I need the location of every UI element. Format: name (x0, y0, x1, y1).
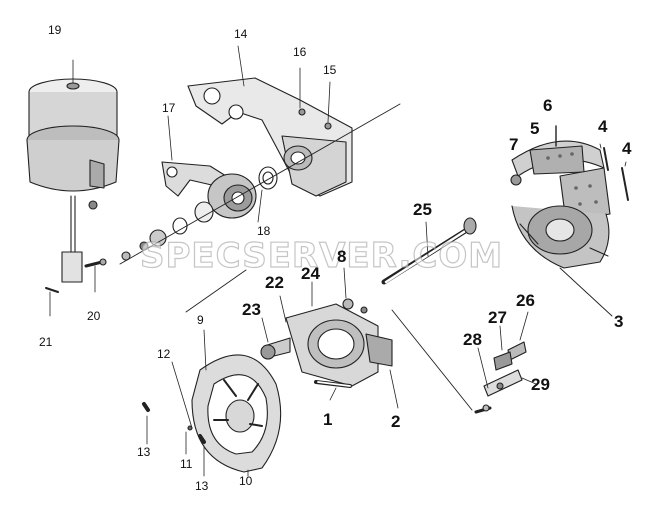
washers (121, 166, 278, 261)
callout-13-left: 13 (137, 445, 151, 459)
callout-17: 17 (162, 101, 176, 115)
callout-23: 23 (242, 300, 261, 319)
bracket (187, 45, 353, 197)
callout-3: 3 (614, 312, 624, 331)
callout-18: 18 (257, 224, 271, 238)
fittings (474, 311, 537, 414)
brake-shoes (510, 125, 629, 269)
callout-16: 16 (293, 45, 307, 59)
dust-shield (142, 329, 282, 477)
callout-6: 6 (543, 96, 553, 115)
leader-lines (119, 103, 613, 411)
callout-25: 25 (413, 200, 432, 219)
callout-27: 27 (488, 308, 507, 327)
callout-28: 28 (463, 330, 482, 349)
brake-chamber (26, 59, 120, 283)
callout-15: 15 (323, 63, 337, 77)
callout-13-right: 13 (195, 479, 209, 493)
callout-21: 21 (39, 335, 53, 349)
callout-26: 26 (516, 291, 535, 310)
callout-5: 5 (530, 119, 540, 138)
watermark: SPECSERVER.COM (139, 235, 504, 276)
callout-2: 2 (391, 412, 401, 431)
callout-4-lower: 4 (622, 139, 632, 158)
callout-10: 10 (239, 474, 253, 488)
callout-20: 20 (87, 309, 101, 323)
camshaft (381, 217, 477, 285)
callout-12: 12 (157, 347, 171, 361)
slack-adjuster (161, 115, 257, 219)
callout-11: 11 (180, 457, 193, 471)
callout-24: 24 (301, 264, 320, 283)
callout-8: 8 (337, 247, 347, 266)
callout-19: 19 (48, 23, 62, 37)
callout-29: 29 (531, 375, 550, 394)
callout-9: 9 (197, 313, 204, 327)
callout-4-upper: 4 (598, 117, 608, 136)
callout-14: 14 (234, 27, 248, 41)
callout-1: 1 (323, 410, 333, 429)
brake-spider (260, 267, 399, 409)
callout-7: 7 (509, 135, 519, 154)
clevis-pins (45, 258, 107, 317)
callout-22: 22 (265, 273, 284, 292)
